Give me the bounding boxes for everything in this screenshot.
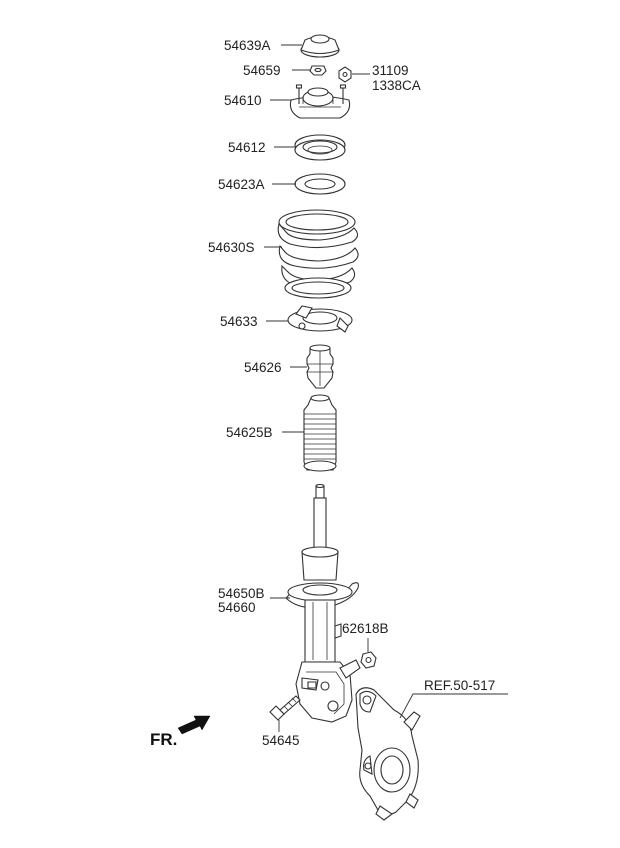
part-54612-bearing xyxy=(294,134,346,161)
label-54612: 54612 xyxy=(228,140,266,155)
part-54610-mount xyxy=(289,84,351,119)
label-54659: 54659 xyxy=(243,63,281,78)
part-54645-bolt xyxy=(269,695,301,721)
label-54630s: 54630S xyxy=(208,240,255,255)
part-54625b-boot xyxy=(303,394,337,472)
part-62618b-nut xyxy=(360,651,377,669)
part-54626-bumper xyxy=(306,344,334,389)
label-54660: 54660 xyxy=(218,600,256,615)
label-1338ca: 1338CA xyxy=(372,78,421,93)
label-54633: 54633 xyxy=(220,314,258,329)
label-54625b: 54625B xyxy=(226,425,273,440)
label-ref: REF.50-517 xyxy=(424,678,495,693)
part-54639a-cap xyxy=(300,34,340,58)
label-54645: 54645 xyxy=(262,733,300,748)
part-54630s-spring xyxy=(277,209,359,299)
label-31109: 31109 xyxy=(372,63,409,78)
part-steering-knuckle xyxy=(355,687,421,821)
part-54633-pad xyxy=(287,305,353,333)
label-54650b: 54650B xyxy=(218,586,265,601)
label-fr: FR. xyxy=(150,730,177,749)
label-54639a: 54639A xyxy=(224,38,271,53)
label-62618b: 62618B xyxy=(342,621,389,636)
label-54623a: 54623A xyxy=(218,177,265,192)
label-54610: 54610 xyxy=(224,93,262,108)
part-31109-nut xyxy=(338,66,352,83)
part-54623a-pad xyxy=(294,173,346,195)
part-54659-nut xyxy=(309,65,327,76)
front-direction-arrow-icon xyxy=(177,715,211,735)
part-shock-absorber xyxy=(285,483,361,723)
label-54626: 54626 xyxy=(244,360,282,375)
leader-ref xyxy=(399,693,508,719)
